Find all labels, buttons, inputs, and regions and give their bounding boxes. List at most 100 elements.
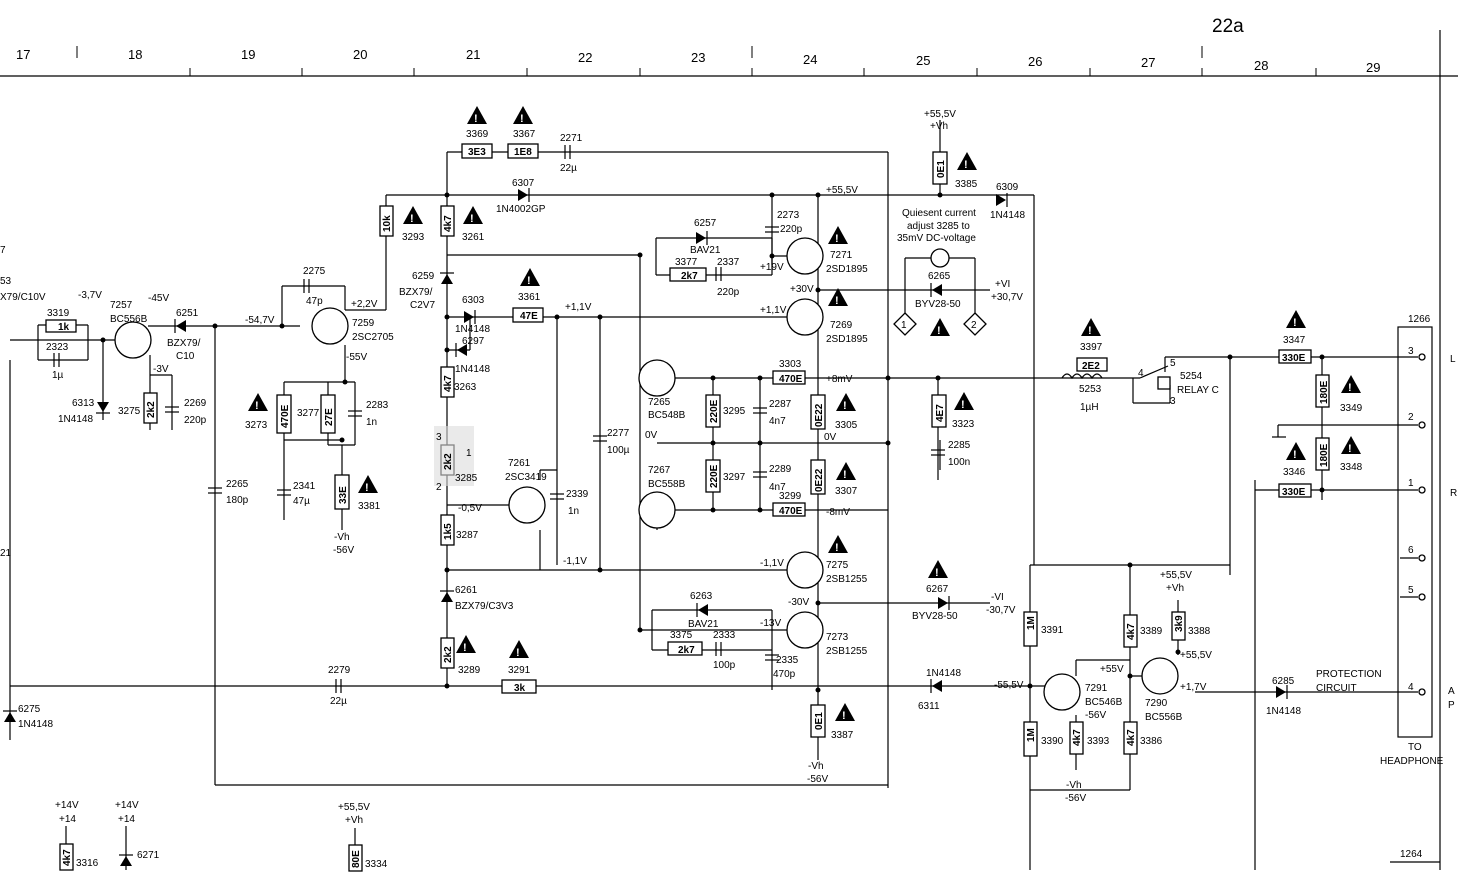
vi-pos: +VI xyxy=(995,279,1010,290)
label-6309: 6309 xyxy=(996,182,1019,193)
value-3334: 80E xyxy=(351,850,362,868)
warning-triangle-icon: ! xyxy=(403,206,423,225)
value-3277: 27E xyxy=(324,408,335,426)
v-neg1-1: -1,1V xyxy=(563,556,587,567)
type-7275: 2SB1255 xyxy=(826,574,868,585)
transistor-7269-symbol xyxy=(786,298,824,336)
label-3323: 3323 xyxy=(952,419,975,430)
vneg-vh-3: -Vh xyxy=(1066,780,1082,791)
value-3361: 47E xyxy=(520,311,538,322)
warning-triangles: ! ! ! ! ! ! ! ! ! ! ! ! ! ! ! ! ! ! ! ! … xyxy=(248,106,1361,722)
value-3377: 2k7 xyxy=(681,271,698,282)
label-3367: 3367 xyxy=(513,129,536,140)
label-3375: 3375 xyxy=(670,630,693,641)
type-6259-line1: BZX79/ xyxy=(399,287,433,298)
v-neg3-7: -3,7V xyxy=(78,290,102,301)
transistor-7273-symbol xyxy=(786,611,824,649)
protection-note-1: PROTECTION xyxy=(1316,669,1382,680)
value-3369: 3E3 xyxy=(468,147,486,158)
v-19: +19V xyxy=(760,262,784,273)
label-2287: 2287 xyxy=(769,399,792,410)
column-29: 29 xyxy=(1366,60,1380,75)
warning-triangle-icon: ! xyxy=(954,392,974,411)
edge-text-a2: A xyxy=(1448,686,1455,697)
type-6265: BYV28-50 xyxy=(915,299,961,310)
value-3273: 470E xyxy=(280,404,291,428)
v-55-5-top: +55,5V xyxy=(924,109,956,120)
type-6297: 1N4148 xyxy=(455,364,490,375)
resistor-3346-body xyxy=(1278,483,1312,498)
value-3287: 1k5 xyxy=(443,523,454,540)
label-3346: 3346 xyxy=(1283,467,1306,478)
resistor-3297-body xyxy=(705,459,721,493)
v-neg54-7: -54,7V xyxy=(245,315,275,326)
svg-text:!: ! xyxy=(474,113,478,125)
svg-text:!: ! xyxy=(1088,325,1092,337)
relay-pin-5: 5 xyxy=(1170,358,1176,369)
label-7290: 7290 xyxy=(1145,698,1168,709)
warning-triangle-icon: ! xyxy=(930,318,950,337)
capacitor-plates xyxy=(53,145,945,693)
column-17: 17 xyxy=(16,47,30,62)
type-6275: 1N4148 xyxy=(18,719,53,730)
label-6265: 6265 xyxy=(928,271,951,282)
label-3348: 3348 xyxy=(1340,462,1363,473)
label-6259: 6259 xyxy=(412,271,435,282)
value-2269a: 220p xyxy=(184,415,207,426)
svg-text:!: ! xyxy=(935,567,939,579)
label-6297: 6297 xyxy=(462,336,485,347)
label-6285: 6285 xyxy=(1272,676,1295,687)
pot-pin-1: 1 xyxy=(466,448,472,459)
svg-text:!: ! xyxy=(842,710,846,722)
v-30: +30V xyxy=(790,284,814,295)
label-2339: 2339 xyxy=(566,489,589,500)
warning-triangle-icon: ! xyxy=(456,635,476,654)
value-2285: 100n xyxy=(948,457,970,468)
resistor-3393-body xyxy=(1069,721,1084,755)
value-3319: 1k xyxy=(58,322,70,333)
warning-triangle-icon: ! xyxy=(957,152,977,171)
edge-text-p: P xyxy=(1448,700,1455,711)
label-2335: 2335 xyxy=(776,655,799,666)
label-3297: 3297 xyxy=(723,472,746,483)
label-3369: 3369 xyxy=(466,129,489,140)
resistor-3287-body xyxy=(440,514,455,546)
v-55-5-d: +55,5V xyxy=(338,802,370,813)
label-2333: 2333 xyxy=(713,630,736,641)
label-3391: 3391 xyxy=(1041,625,1064,636)
value-2277: 100µ xyxy=(607,445,630,456)
column-ruler: 17 18 19 20 21 22 23 24 25 26 27 28 29 2… xyxy=(0,16,1458,77)
label-3387: 3387 xyxy=(831,730,854,741)
value-3299: 470E xyxy=(779,506,803,517)
svg-text:!: ! xyxy=(520,113,524,125)
label-2285: 2285 xyxy=(948,440,971,451)
label-3347: 3347 xyxy=(1283,335,1306,346)
resistor-3397-body xyxy=(1076,357,1108,372)
warning-triangle-icon: ! xyxy=(928,560,948,579)
label-3390: 3390 xyxy=(1041,736,1064,747)
label-3388: 3388 xyxy=(1188,626,1211,637)
svg-text:!: ! xyxy=(365,482,369,494)
type-6307: 1N4002GP xyxy=(496,204,546,215)
column-26: 26 xyxy=(1028,54,1042,69)
pot-pin-3: 3 xyxy=(436,432,442,443)
label-3397: 3397 xyxy=(1080,342,1103,353)
value-3346: 330E xyxy=(1282,487,1306,498)
column-18: 18 xyxy=(128,47,142,62)
warning-triangle-icon: ! xyxy=(467,106,487,125)
label-3385: 3385 xyxy=(955,179,978,190)
v-neg56-1: -56V xyxy=(333,545,354,556)
type-6263: BAV21 xyxy=(688,619,719,630)
label-2341: 2341 xyxy=(293,481,316,492)
value-3387: 0E1 xyxy=(814,712,825,730)
label-7261: 7261 xyxy=(508,458,531,469)
value-3263: 4k7 xyxy=(443,375,454,392)
transistor-7275-symbol xyxy=(786,551,824,589)
label-2275: 2275 xyxy=(303,266,326,277)
column-25: 25 xyxy=(916,53,930,68)
connector-pin-2: 2 xyxy=(1408,412,1414,423)
vneg-vh-2: -Vh xyxy=(808,761,824,772)
warning-triangle-icon: ! xyxy=(520,268,540,287)
type-7291: BC546B xyxy=(1085,697,1123,708)
resistor-3323-body xyxy=(931,394,947,428)
